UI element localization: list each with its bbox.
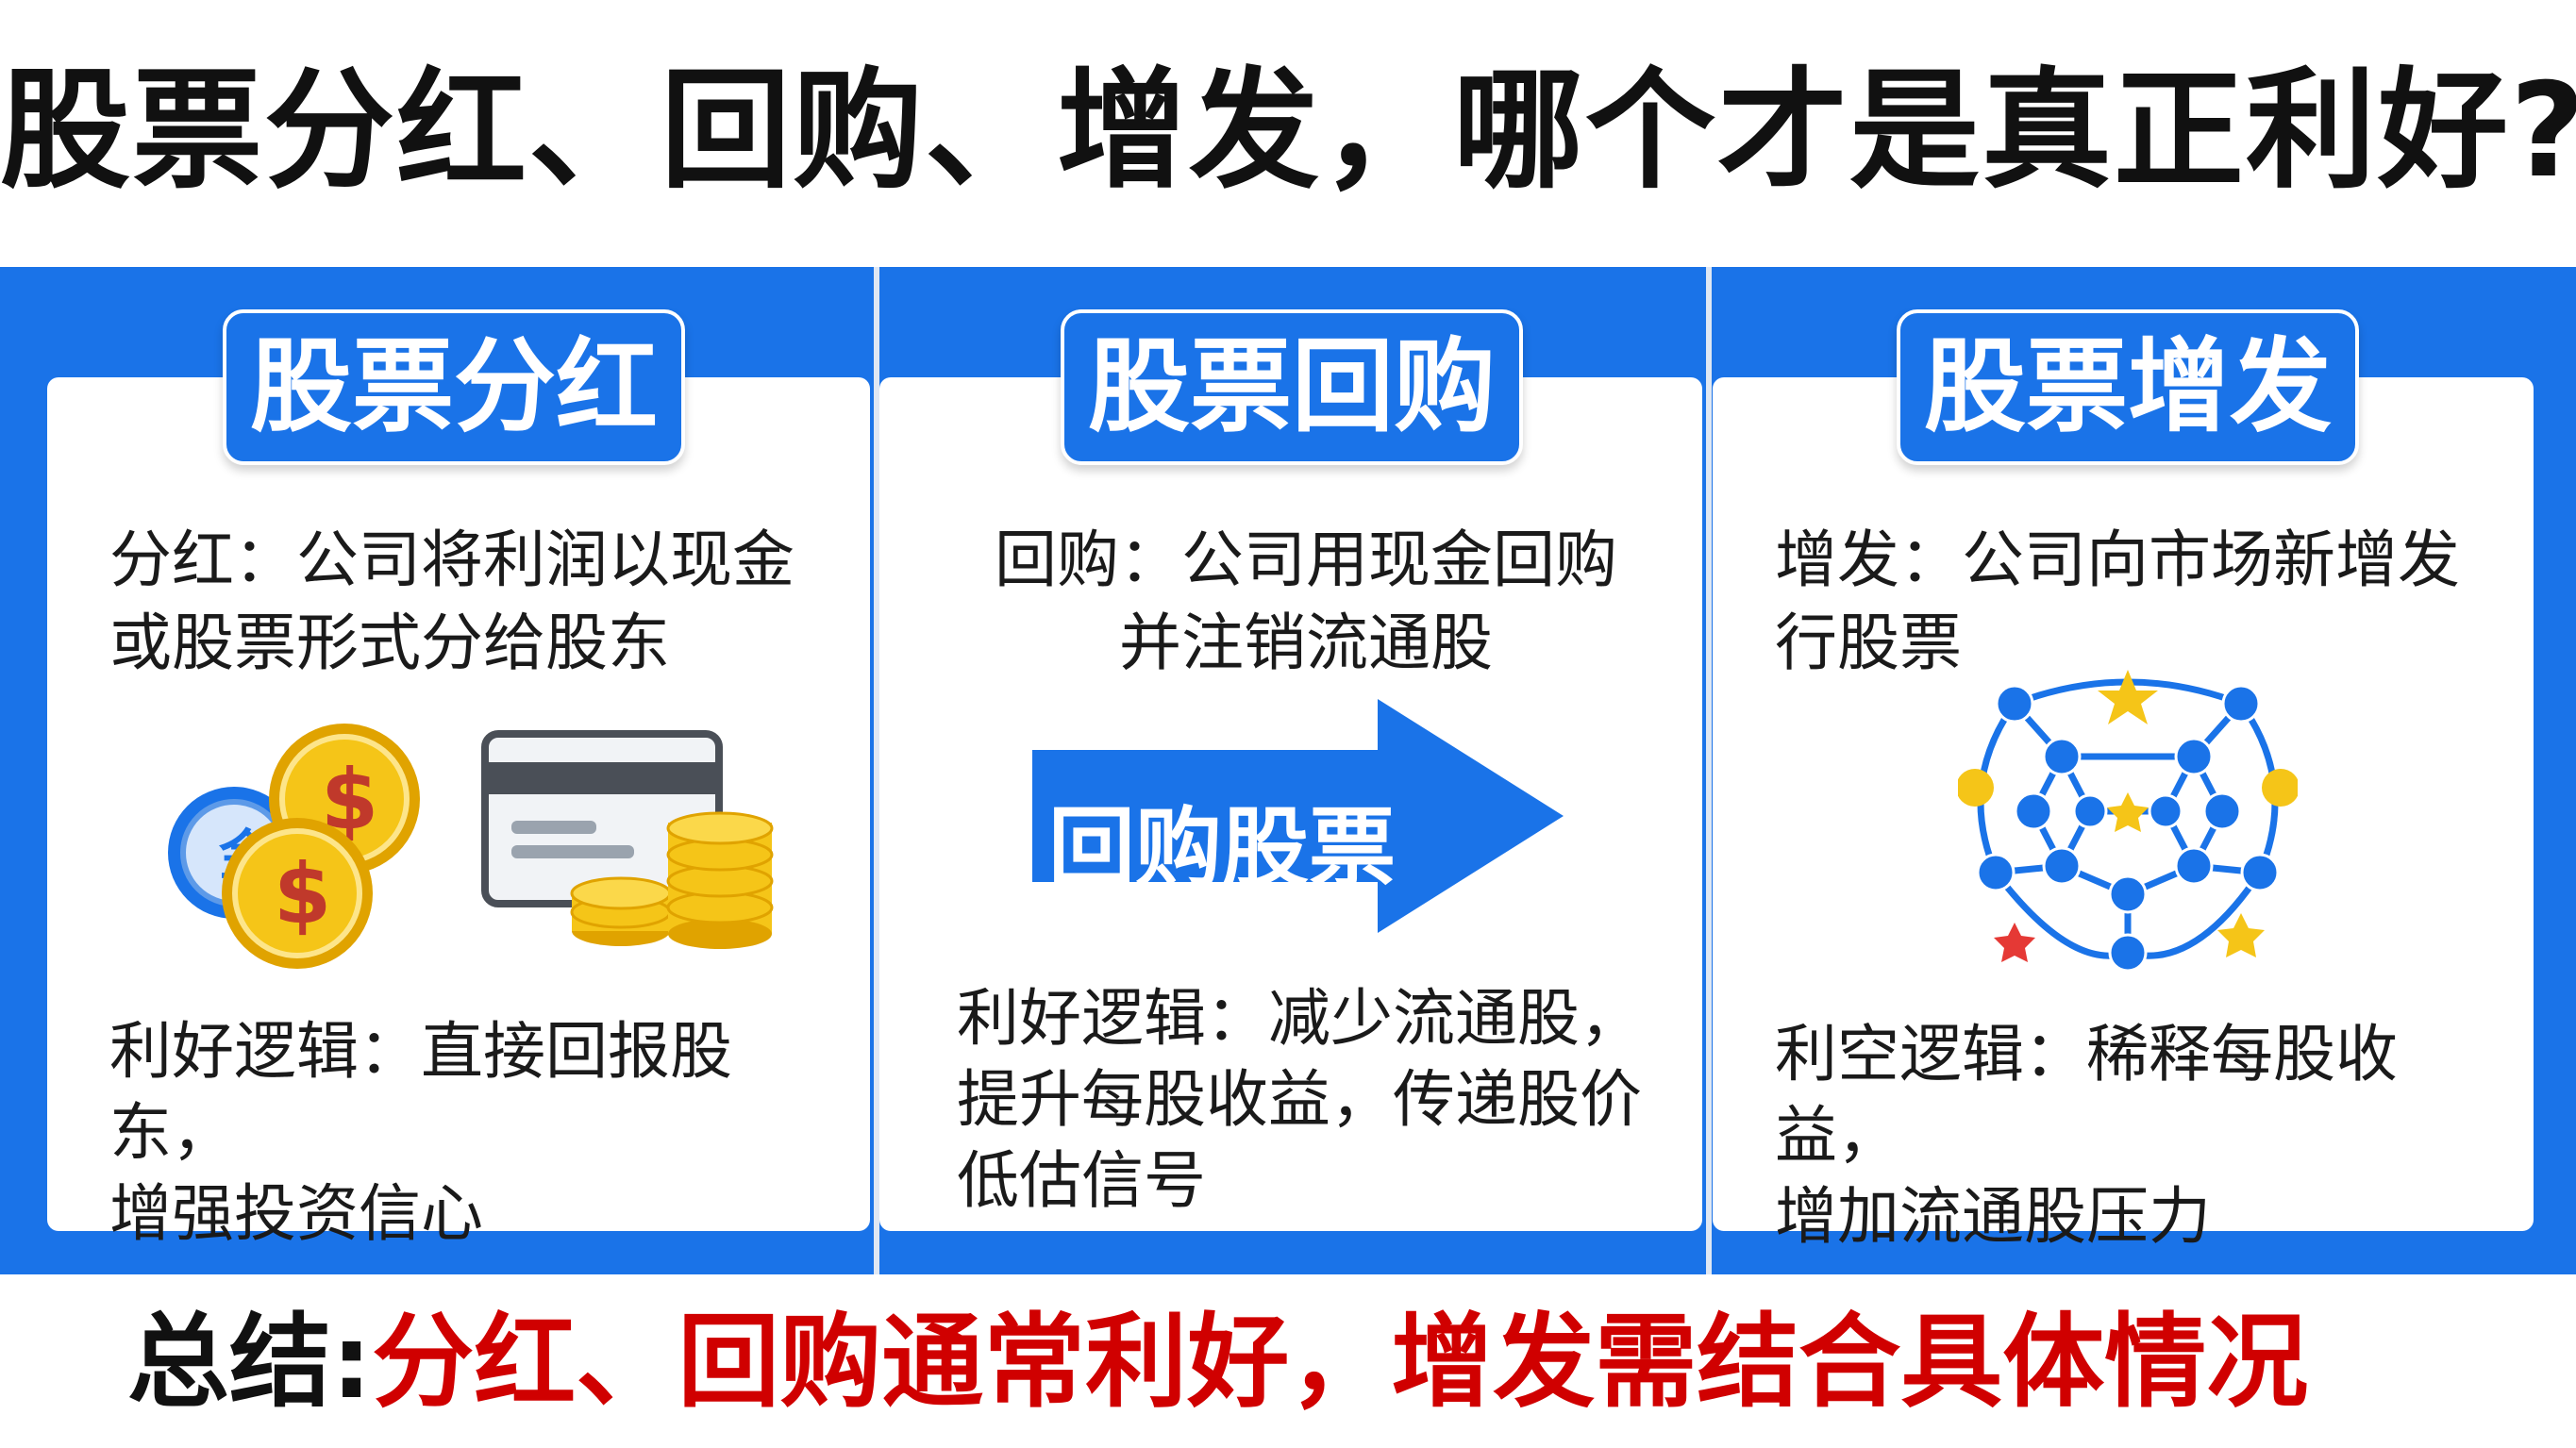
arrow-label: 回购股票: [1047, 798, 1396, 899]
panel-dividend-definition: 分红：公司将利润以现金 或股票形式分给股东: [109, 519, 845, 685]
panel-issuance-definition: 增发：公司向市场新增发 行股票: [1775, 519, 2520, 685]
definition-line: 回购：公司用现金回购: [995, 524, 1617, 596]
panel-dividend-header: 股票分红: [223, 309, 685, 465]
gold-dot: [1958, 769, 1994, 807]
definition-line: 分红：公司将利润以现金: [109, 524, 795, 596]
logic-line: 利好逻辑：直接回报股东，: [109, 1015, 732, 1169]
logic-line: 低估信号: [957, 1144, 1206, 1217]
star-icon: [2217, 913, 2265, 957]
logic-line: 利好逻辑：减少流通股，: [957, 982, 1642, 1055]
dollar-glyph: $: [274, 845, 331, 942]
coin-stack-icon: 金 $ $: [168, 724, 420, 969]
logic-line: 提升每股收益，传递股价: [957, 1063, 1642, 1136]
column-divider: [874, 267, 879, 1274]
panel-buyback: 股票回购 回购：公司用现金回购 并注销流通股 回购股票 利好逻辑：减少流通股， …: [879, 309, 1702, 1231]
definition-line: 增发：公司向市场新增发: [1775, 524, 2460, 596]
definition-line: 并注销流通股: [1119, 607, 1493, 679]
coin-stack-right: [666, 811, 774, 949]
summary-body: 分红、回购通常利好，增发需结合具体情况: [372, 1304, 2309, 1422]
logic-line: 利空逻辑：稀释每股收益，: [1775, 1018, 2398, 1172]
definition-line: 或股票形式分给股东: [109, 607, 670, 679]
gold-dot: [2262, 769, 2298, 807]
star-icon: [2107, 792, 2149, 832]
network-icon: [1958, 670, 2298, 972]
panel-dividend: 股票分红 分红：公司将利润以现金 或股票形式分给股东 金 $ $: [47, 309, 870, 1250]
panel-issuance-header: 股票增发: [1897, 309, 2359, 465]
column-divider: [1706, 267, 1712, 1274]
coin-stack-left: [570, 876, 672, 946]
comparison-frame: 股票分红 分红：公司将利润以现金 或股票形式分给股东 金 $ $: [0, 267, 2576, 1274]
card-coins-icon: [481, 730, 774, 949]
definition-line: 行股票: [1775, 607, 1962, 679]
right-arrow-icon: [1032, 699, 1564, 933]
page-title: 股票分红、回购、增发，哪个才是真正利好?: [0, 55, 2576, 207]
logic-line: 增强投资信心: [109, 1177, 483, 1250]
summary-label: 总结:: [127, 1304, 373, 1422]
panel-issuance-logic: 利空逻辑：稀释每股收益， 增加流通股压力: [1775, 1014, 2520, 1257]
summary: 总结:分红、回购通常利好，增发需结合具体情况: [127, 1297, 2308, 1429]
panel-issuance: 股票增发 增发：公司向市场新增发 行股票: [1713, 309, 2534, 1253]
panel-buyback-definition: 回购：公司用现金回购 并注销流通股: [957, 519, 1655, 685]
panel-dividend-logic: 利好逻辑：直接回报股东， 增强投资信心: [109, 1011, 855, 1255]
logic-line: 增加流通股压力: [1775, 1180, 2211, 1253]
panel-buyback-logic: 利好逻辑：减少流通股， 提升每股收益，传递股价 低估信号: [957, 978, 1693, 1222]
panel-buyback-header: 股票回购: [1061, 309, 1523, 465]
star-icon: [1994, 923, 2035, 962]
star-icon: [2098, 670, 2158, 724]
